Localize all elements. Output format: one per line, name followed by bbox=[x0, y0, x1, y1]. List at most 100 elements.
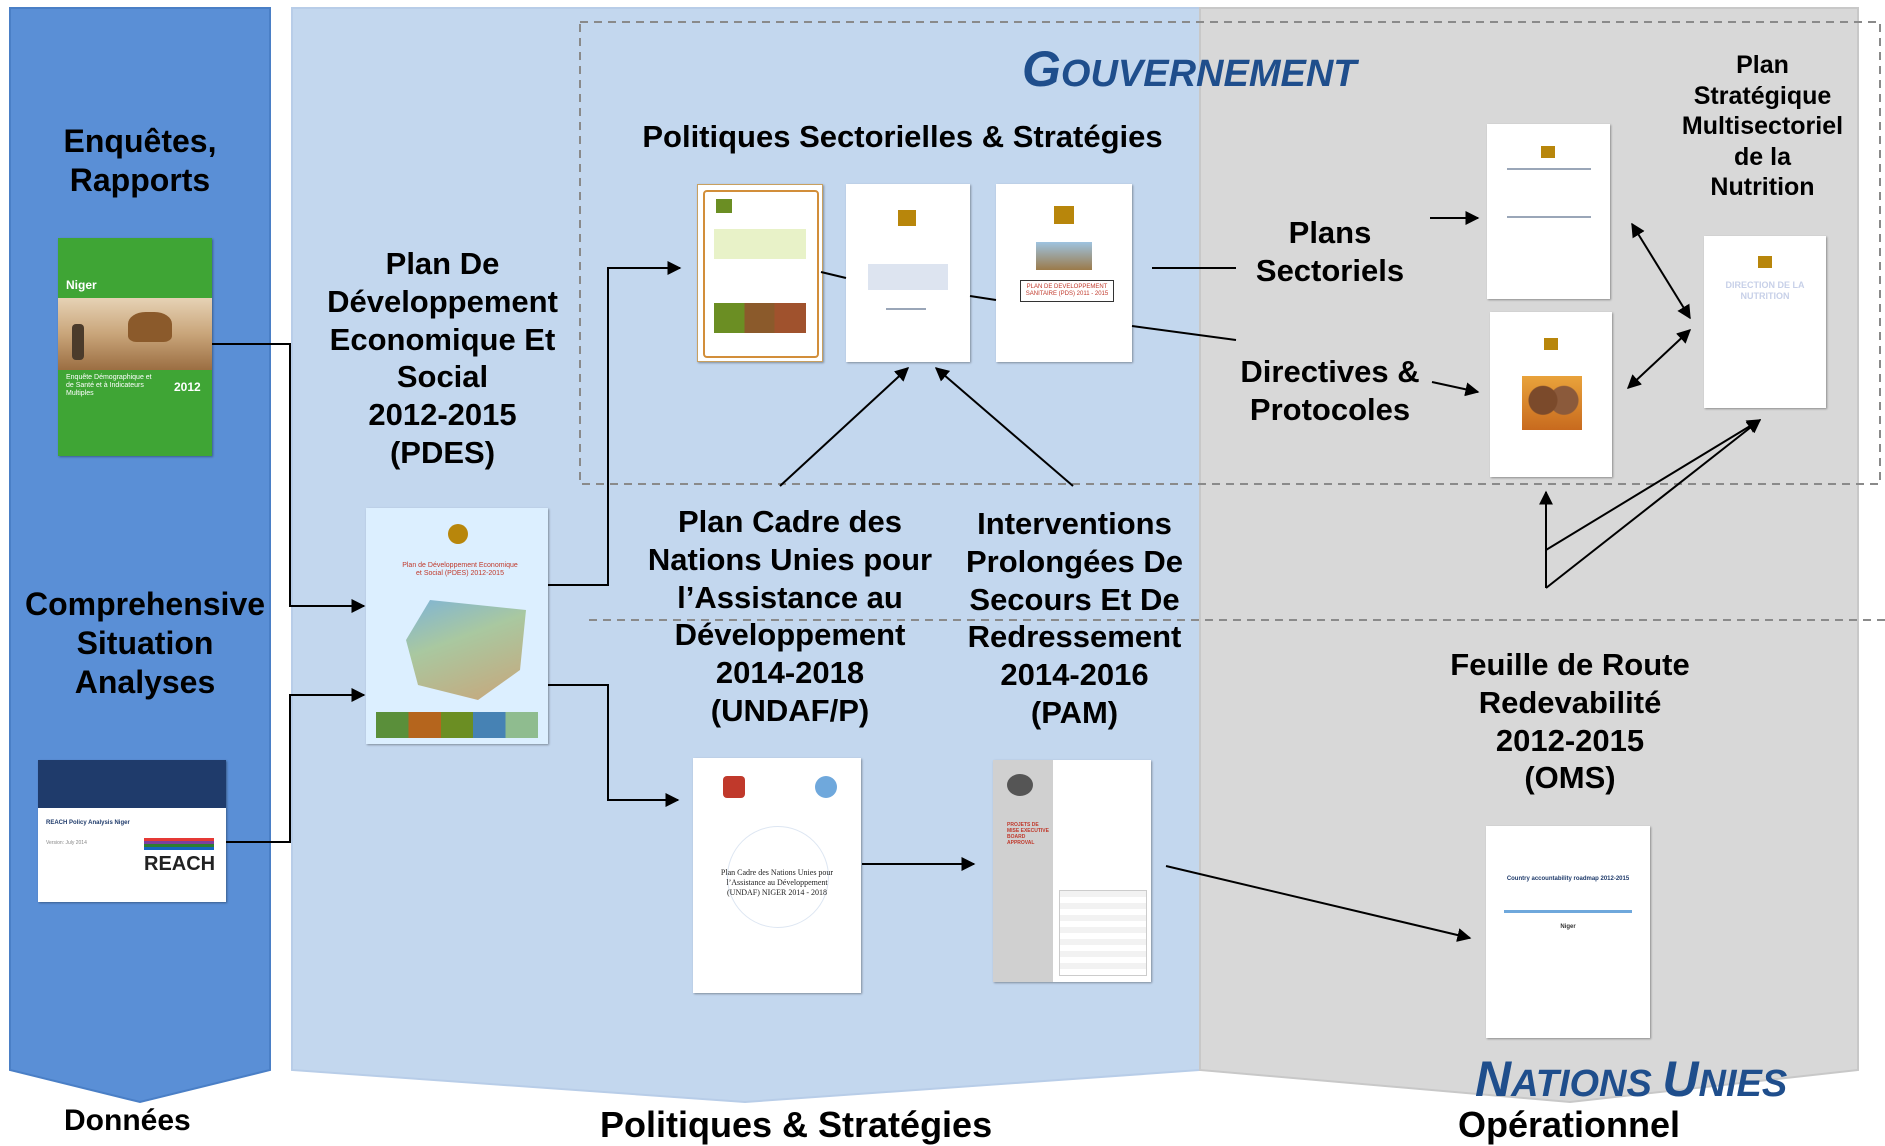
politiques-column bbox=[291, 7, 1201, 1104]
enquetes-line-2: Rapports bbox=[69, 162, 211, 199]
plans-sectoriels-line-a bbox=[1507, 168, 1591, 170]
oms-cover-title: Country accountability roadmap 2012-2015 bbox=[1506, 876, 1630, 882]
pdes-line-2: Développement bbox=[327, 283, 558, 319]
undaf-line-2: Nations Unies pour bbox=[647, 541, 933, 577]
undaf-line-3: l’Assistance au bbox=[677, 579, 903, 615]
nations-unies-title-nies: NIES bbox=[1698, 1063, 1788, 1105]
niger-report-year: 2012 bbox=[174, 380, 201, 394]
pdes-cover: Plan de Développement Economique et Soci… bbox=[366, 508, 548, 744]
pam-line-3: Secours Et De bbox=[969, 581, 1180, 617]
nutrition-policy-inner-frame bbox=[703, 190, 819, 358]
gouvernement-region bbox=[579, 21, 1881, 485]
plans-sectoriels-line-2: Sectoriels bbox=[1255, 252, 1405, 288]
comprehensive-line-2: Situation bbox=[76, 625, 214, 662]
feuille-route-line-1: Feuille de Route bbox=[1450, 647, 1690, 682]
politiques-sectorielles-label: Politiques Sectorielles & Stratégies bbox=[642, 119, 1163, 154]
nations-unies-title-n: N bbox=[1475, 1051, 1512, 1107]
plans-sectoriels-label: Plans Sectoriels bbox=[1230, 214, 1430, 290]
pdes-emblem bbox=[448, 524, 468, 544]
pdes-line-1: Plan De bbox=[385, 246, 500, 281]
undaf-cover: Plan Cadre des Nations Unies pour l’Assi… bbox=[693, 758, 861, 993]
comprehensive-line-3: Analyses bbox=[74, 664, 216, 701]
niger-report-country: Niger bbox=[66, 278, 97, 292]
pam-line-1: Interventions bbox=[977, 506, 1172, 541]
undaf-watermark-circle bbox=[727, 826, 829, 928]
comprehensive-line-1: Comprehensive bbox=[24, 586, 266, 622]
reach-header-text: REACH Policy Analysis Niger bbox=[46, 820, 130, 826]
feuille-route-label: Feuille de Route Redevabilité 2012-2015 … bbox=[1425, 646, 1715, 797]
pam-line-2: Prolongées De bbox=[965, 543, 1184, 579]
reach-report-cover: REACH Policy Analysis Niger Version: Jul… bbox=[38, 760, 226, 902]
pam-emblem bbox=[1007, 774, 1033, 796]
plan-strategique-line-3: Multisectoriel bbox=[1681, 112, 1844, 140]
gouvernement-title: GOUVERNEMENT bbox=[1022, 40, 1356, 98]
pam-line-6: (PAM) bbox=[1030, 695, 1119, 731]
nutrition-policy-cover bbox=[697, 184, 823, 362]
undaf-line-4: Développement bbox=[674, 617, 906, 653]
sectoral-policy-emblem bbox=[898, 210, 916, 226]
plan-strategique-line-5: Nutrition bbox=[1710, 173, 1815, 201]
pds-emblem bbox=[1054, 206, 1074, 224]
pam-cover: PROJETS DE MISE EXECUTIVE BOARD APPROVAL bbox=[993, 760, 1151, 982]
pdes-map-shape bbox=[406, 600, 526, 700]
pds-cover: PLAN DE DEVELOPPEMENT SANITAIRE (PDS) 20… bbox=[996, 184, 1132, 362]
directives-emblem bbox=[1544, 338, 1558, 350]
undaf-niger-emblem bbox=[723, 776, 745, 798]
pam-table bbox=[1059, 890, 1147, 976]
directives-label: Directives & Protocoles bbox=[1222, 353, 1438, 429]
plans-sectoriels-line-1: Plans bbox=[1288, 215, 1372, 250]
feuille-route-line-4: (OMS) bbox=[1524, 760, 1616, 796]
camel-shape bbox=[128, 312, 172, 342]
politiques-footer: Politiques & Stratégies bbox=[600, 1104, 993, 1145]
plans-sectoriels-line-b bbox=[1507, 216, 1591, 218]
nutrition-policy-band bbox=[714, 229, 806, 259]
enquetes-label: Enquêtes, Rapports bbox=[40, 122, 240, 200]
oms-blue-rule bbox=[1504, 910, 1632, 913]
pdes-line-6: (PDES) bbox=[389, 435, 496, 471]
plans-sectoriels-cover bbox=[1487, 124, 1610, 299]
pdes-line-4: Social bbox=[396, 359, 489, 395]
undaf-line-1: Plan Cadre des bbox=[678, 504, 902, 539]
nutrition-policy-photos bbox=[714, 303, 806, 333]
sectoral-policy-band bbox=[868, 264, 948, 290]
reach-brand: REACH bbox=[144, 853, 216, 875]
pds-photo bbox=[1036, 242, 1092, 270]
nutrition-direction-emblem bbox=[1758, 256, 1772, 268]
plan-strategique-label: Plan Stratégique Multisectoriel de la Nu… bbox=[1670, 50, 1855, 203]
nations-unies-title-u: U bbox=[1662, 1051, 1699, 1107]
pds-title: PLAN DE DEVELOPPEMENT SANITAIRE (PDS) 20… bbox=[1020, 280, 1114, 303]
pam-line-4: Redressement bbox=[967, 619, 1182, 655]
sectoral-policy-line bbox=[886, 308, 926, 310]
pdes-line-3: Economique Et bbox=[329, 321, 556, 357]
nations-unies-title: NATIONS UNIES bbox=[1475, 1050, 1787, 1108]
person-shape bbox=[72, 324, 84, 360]
directives-line-2: Protocoles bbox=[1249, 391, 1411, 427]
plan-strategique-line-2: Stratégique bbox=[1693, 81, 1832, 110]
undaf-line-6: (UNDAF/P) bbox=[710, 693, 870, 729]
pam-line-5: 2014-2016 bbox=[1000, 657, 1149, 693]
pam-cover-title: PROJETS DE MISE EXECUTIVE BOARD APPROVAL bbox=[1007, 822, 1049, 846]
pam-sidebar bbox=[993, 760, 1053, 982]
feuille-route-line-3: 2012-2015 bbox=[1495, 722, 1645, 758]
pdes-cover-title: Plan de Développement Economique et Soci… bbox=[402, 562, 518, 578]
oms-country: Niger bbox=[1560, 924, 1576, 930]
reach-date: Version: July 2014 bbox=[46, 840, 87, 846]
undaf-line-5: 2014-2018 bbox=[715, 655, 865, 691]
gouvernement-title-rest: OUVERNEMENT bbox=[1060, 53, 1357, 95]
niger-report-subtitle: Enquête Démographique et de Santé et à I… bbox=[66, 374, 152, 398]
pdes-label: Plan De Développement Economique Et Soci… bbox=[310, 245, 575, 472]
feuille-route-line-2: Redevabilité bbox=[1478, 684, 1662, 720]
plan-strategique-line-4: de la bbox=[1734, 142, 1791, 171]
nutrition-policy-emblem bbox=[716, 199, 732, 213]
plan-strategique-line-1: Plan bbox=[1736, 51, 1789, 79]
niger-report-cover: Niger Enquête Démographique et de Santé … bbox=[58, 238, 212, 456]
pdes-line-5: 2012-2015 bbox=[368, 397, 517, 433]
donnees-footer: Données bbox=[64, 1104, 191, 1137]
undaf-un-emblem bbox=[815, 776, 837, 798]
sectoral-policy-cover bbox=[846, 184, 970, 362]
nutrition-direction-title: DIRECTION DE LA NUTRITION bbox=[1725, 280, 1805, 301]
directives-cover bbox=[1490, 312, 1612, 477]
directives-photo bbox=[1522, 376, 1582, 430]
nutrition-direction-cover: DIRECTION DE LA NUTRITION bbox=[1704, 236, 1826, 408]
